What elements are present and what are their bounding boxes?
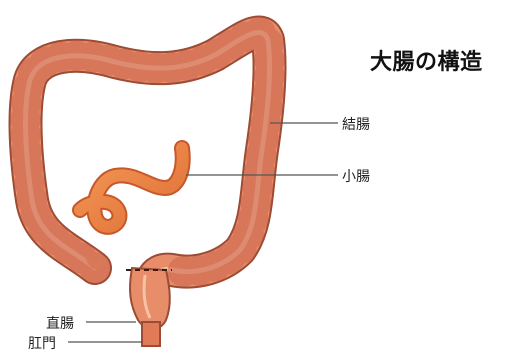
- large-intestine: [26, 32, 270, 300]
- label-small-intestine: 小腸: [342, 166, 370, 186]
- diagram-title: 大腸の構造: [370, 44, 483, 76]
- label-colon: 結腸: [342, 114, 370, 134]
- label-rectum: 直腸: [46, 313, 74, 333]
- rectum-shape: [130, 268, 170, 346]
- small-intestine-shape: [80, 148, 183, 227]
- label-anus: 肛門: [28, 333, 56, 353]
